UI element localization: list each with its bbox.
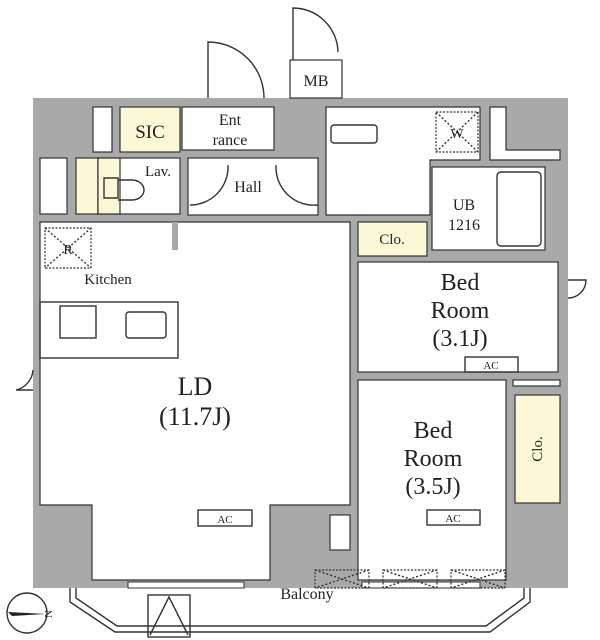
stove-icon <box>59 305 97 339</box>
kitchen-counter <box>39 301 179 359</box>
ac-unit <box>464 356 519 373</box>
balcony-label: Balcony <box>280 586 333 603</box>
ub-label-2: 1216 <box>448 217 480 234</box>
outdoor-unit <box>450 569 506 589</box>
wash-door <box>275 164 319 206</box>
bedroom-2 <box>357 379 507 581</box>
entrance-door <box>207 41 265 99</box>
washer-space <box>435 111 479 153</box>
kitchen-label: Kitchen <box>84 272 132 288</box>
ac-label: AC <box>483 360 498 372</box>
north-label: N <box>43 610 55 618</box>
ac-label: AC <box>217 514 232 526</box>
bed2-label-1: Bed <box>414 418 453 444</box>
sic-label: SIC <box>135 122 165 143</box>
side-door <box>15 369 34 391</box>
ld-size: (11.7J) <box>159 402 231 431</box>
ac-unit <box>197 509 253 527</box>
outdoor-unit <box>314 569 370 589</box>
meter-box <box>289 59 343 99</box>
north-arrow-icon: N <box>6 592 55 634</box>
sic-room <box>119 106 181 153</box>
bedroom-1 <box>357 261 559 373</box>
outdoor-unit-cross <box>382 569 438 589</box>
lav-cabinet <box>97 157 121 215</box>
unit-bath <box>431 166 546 251</box>
washbasin <box>330 124 378 144</box>
washroom <box>325 106 481 216</box>
shelf <box>39 157 68 215</box>
entrance <box>181 106 275 151</box>
lav-storage <box>75 157 99 215</box>
lav-label: Lav. <box>145 164 171 180</box>
shelf <box>92 106 113 153</box>
ac-label: AC <box>445 513 460 525</box>
bed2-size: (3.5J) <box>405 474 460 500</box>
bed1-label-2: Room <box>431 298 490 324</box>
closet-top <box>357 221 428 257</box>
hall <box>187 157 319 216</box>
lav-door <box>189 164 229 206</box>
closet-right <box>514 394 561 504</box>
window <box>127 581 245 589</box>
fridge-label: R <box>63 243 73 258</box>
ac-unit <box>426 509 481 526</box>
ub-label-1: UB <box>453 197 475 214</box>
outdoor-unit <box>382 569 438 589</box>
closet-right-label: Clo. <box>530 436 546 461</box>
bed1-size: (3.1J) <box>432 326 487 352</box>
living-dining <box>39 221 351 581</box>
mb-door <box>292 7 339 60</box>
outdoor-unit-cross <box>314 569 370 589</box>
bed2-label-2: Room <box>404 446 463 472</box>
toilet-icon <box>103 177 145 201</box>
washer-label: W <box>450 127 464 142</box>
sink-icon <box>125 311 167 339</box>
bed1-window-door <box>567 279 587 299</box>
washer-cross <box>435 111 479 153</box>
pillar-space <box>329 514 351 551</box>
escape-hatch-icon <box>147 594 191 638</box>
balcony-outline <box>69 588 531 633</box>
bathtub <box>496 171 542 247</box>
fridge-space <box>44 227 92 269</box>
wall-stub <box>172 222 178 250</box>
entrance-label-2: rance <box>213 132 248 149</box>
compass-needle <box>8 612 46 616</box>
mb-label: MB <box>304 73 329 90</box>
compass-ring <box>6 592 48 634</box>
closet-top-label: Clo. <box>379 232 404 248</box>
shelf <box>512 379 561 387</box>
outdoor-units <box>314 569 506 589</box>
balcony-inner-outline <box>75 588 525 627</box>
hatch-ladder <box>149 595 189 636</box>
hall-label: Hall <box>234 179 262 196</box>
shaft <box>489 106 561 161</box>
ld-label: LD <box>178 372 213 401</box>
bed1-label-1: Bed <box>441 270 480 296</box>
outdoor-unit-cross <box>450 569 506 589</box>
entrance-label-1: Ent <box>219 112 242 129</box>
